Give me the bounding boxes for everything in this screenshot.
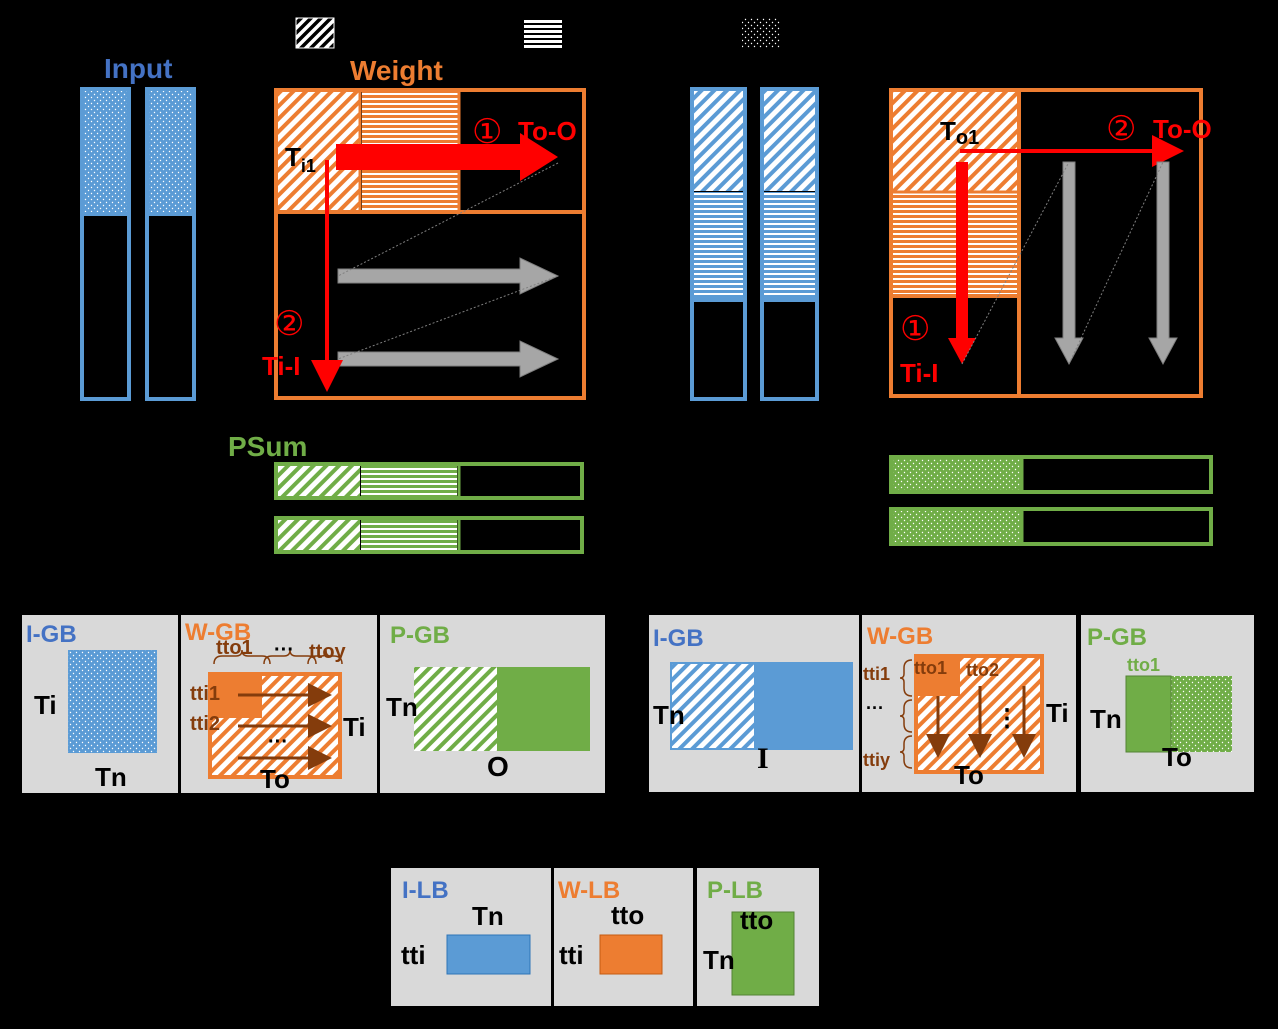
svg-text:···: ··· bbox=[866, 698, 884, 718]
gray-down-arrow-1 bbox=[1054, 161, 1084, 366]
legend-hatch-swatch bbox=[295, 17, 335, 49]
svg-text:Ti: Ti bbox=[1046, 698, 1069, 728]
wgb-title: W-GB bbox=[185, 619, 251, 646]
igb-title: I-GB bbox=[26, 621, 77, 648]
step2-marker-left: ② bbox=[274, 306, 304, 343]
psum-row-4 bbox=[889, 507, 1213, 546]
psum-label: PSum bbox=[228, 431, 307, 462]
diag-dotted-1 bbox=[337, 162, 559, 277]
svg-text:tto1: tto1 bbox=[216, 637, 253, 659]
weight-label: Weight bbox=[350, 55, 443, 86]
wlb-panel: W-LB tto tti bbox=[554, 868, 693, 1006]
svg-text:⋮: ⋮ bbox=[995, 705, 1019, 732]
to-o-label-left: To-O bbox=[518, 116, 577, 146]
gray-arrow-1 bbox=[337, 257, 560, 295]
igb-side: Ti bbox=[34, 690, 57, 720]
step2-marker-right: ② bbox=[1106, 111, 1136, 148]
pgb-panel-right: P-GB tto1 Tn To bbox=[1081, 615, 1254, 792]
pgb-panel-left: P-GB Tn O bbox=[380, 615, 605, 793]
svg-text:tto: tto bbox=[740, 905, 773, 935]
svg-text:tti: tti bbox=[559, 940, 584, 970]
svg-text:I: I bbox=[757, 742, 769, 775]
svg-text:Ti: Ti bbox=[343, 712, 366, 742]
svg-text:tti1: tti1 bbox=[863, 664, 890, 684]
input-column-3 bbox=[690, 87, 747, 401]
svg-text:I-GB: I-GB bbox=[653, 625, 704, 652]
diag-dotted-2 bbox=[337, 275, 559, 360]
svg-text:Tn: Tn bbox=[1090, 704, 1122, 734]
ti-i-label-left: Ti-I bbox=[262, 351, 301, 381]
svg-text:···: ··· bbox=[268, 731, 288, 753]
svg-text:tti1: tti1 bbox=[190, 683, 220, 705]
svg-text:tti: tti bbox=[401, 940, 426, 970]
svg-text:To: To bbox=[954, 760, 984, 790]
psum-row-1 bbox=[274, 462, 584, 500]
psum-row-3 bbox=[889, 455, 1213, 494]
svg-text:P-LB: P-LB bbox=[707, 877, 763, 904]
gray-arrow-2 bbox=[337, 340, 560, 378]
svg-text:Tn: Tn bbox=[472, 901, 504, 931]
svg-text:···: ··· bbox=[274, 639, 294, 661]
ti-i-label-right: Ti-I bbox=[900, 358, 939, 388]
svg-text:ttiy: ttiy bbox=[863, 750, 890, 770]
ti-i-arrow-right bbox=[948, 162, 976, 364]
diag-dotted-4 bbox=[1068, 161, 1164, 365]
legend-lines-swatch bbox=[524, 18, 562, 48]
svg-text:W-LB: W-LB bbox=[558, 877, 620, 904]
psum-row-2 bbox=[274, 516, 584, 554]
svg-text:tto1: tto1 bbox=[914, 658, 947, 678]
svg-text:P-GB: P-GB bbox=[390, 622, 450, 649]
ti1-label: Ti1 bbox=[285, 142, 316, 176]
legend-dots-swatch bbox=[742, 18, 780, 48]
svg-text:tto2: tto2 bbox=[966, 660, 999, 680]
step1-marker-right: ① bbox=[900, 311, 930, 348]
gray-down-arrow-2 bbox=[1148, 161, 1178, 366]
svg-text:tti2: tti2 bbox=[190, 713, 220, 735]
step1-marker-left: ① bbox=[472, 114, 502, 151]
to-o-arrow bbox=[336, 133, 558, 181]
input-column-4 bbox=[760, 87, 819, 401]
svg-text:Tn: Tn bbox=[653, 700, 685, 730]
to1-label: To1 bbox=[940, 116, 979, 149]
plb-panel: P-LB tto Tn bbox=[697, 868, 819, 1006]
svg-text:ttoy: ttoy bbox=[309, 641, 347, 663]
svg-text:I-LB: I-LB bbox=[402, 877, 449, 904]
igb-panel-left: I-GB Ti Tn bbox=[22, 615, 178, 793]
weight-matrix-right bbox=[889, 88, 1203, 398]
input-column-2 bbox=[145, 87, 196, 401]
ilb-panel: I-LB Tn tti bbox=[391, 868, 551, 1006]
igb-bottom: Tn bbox=[95, 762, 127, 792]
svg-text:O: O bbox=[487, 751, 509, 782]
input-label: Input bbox=[104, 53, 172, 84]
svg-text:To: To bbox=[260, 764, 290, 794]
svg-text:W-GB: W-GB bbox=[867, 623, 933, 650]
igb-panel-right: I-GB Tn I bbox=[649, 615, 859, 792]
svg-text:tto1: tto1 bbox=[1127, 655, 1160, 675]
svg-text:tto: tto bbox=[611, 900, 644, 930]
wgb-panel-left: W-GB tto1 ··· ttoy tti1 tti2 ··· Ti To bbox=[181, 615, 377, 794]
svg-text:Tn: Tn bbox=[386, 692, 418, 722]
wgb-panel-right: W-GB tti1 ··· ttiy tto1 tto2 ⋮ Ti To bbox=[862, 615, 1076, 792]
input-column-1 bbox=[80, 87, 131, 401]
svg-text:Tn: Tn bbox=[703, 945, 735, 975]
svg-text:P-GB: P-GB bbox=[1087, 624, 1147, 651]
svg-text:To: To bbox=[1162, 742, 1192, 772]
to-o-label-right: To-O bbox=[1153, 114, 1212, 144]
